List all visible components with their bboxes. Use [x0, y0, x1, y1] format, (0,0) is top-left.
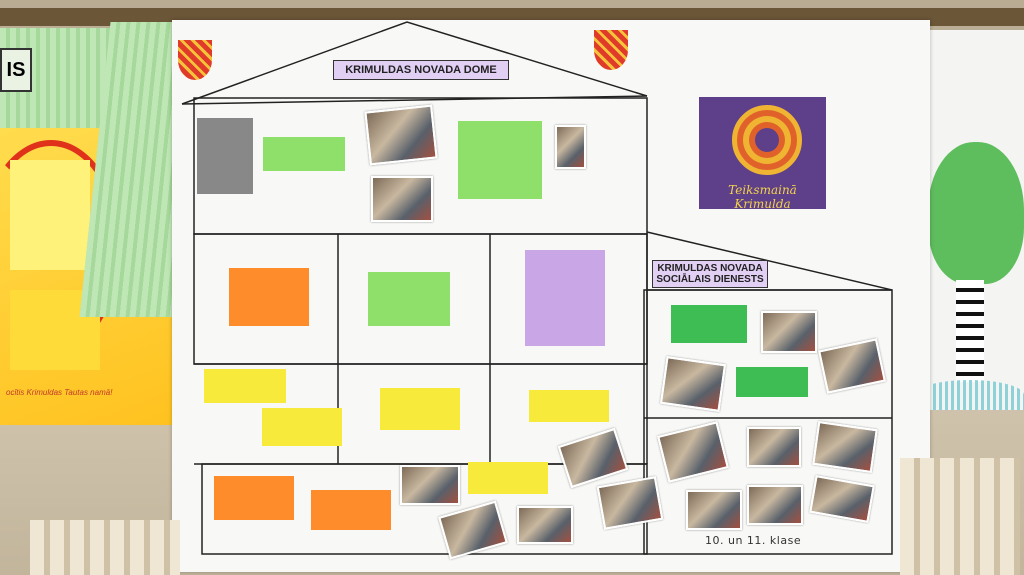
yellow-note: [262, 408, 342, 446]
photo: [812, 421, 878, 473]
sticky-note: [10, 160, 90, 270]
tab-label: IS: [0, 48, 32, 92]
green-note: [368, 272, 450, 326]
photo: [747, 485, 803, 525]
photo: [371, 176, 433, 222]
council-title: KRIMULDAS NOVADA DOME: [333, 60, 509, 80]
social-title-line1: KRIMULDAS NOVADA: [657, 263, 763, 274]
green-note: [263, 137, 345, 171]
photo: [747, 427, 801, 467]
yellow-note: [380, 388, 460, 430]
tree-crown: [928, 142, 1024, 284]
yellow-note: [529, 390, 609, 422]
radiator: [30, 520, 180, 575]
house-diagram: [181, 21, 893, 555]
rose-spiral-logo-icon: [732, 105, 802, 175]
class-footer: 10. un 11. klase: [705, 534, 802, 547]
yellow-note: [204, 369, 286, 403]
coat-of-arms-icon: [594, 30, 628, 70]
logo-text: Teiksmainā Krimulda: [728, 183, 797, 211]
tree-ground: [915, 380, 1024, 410]
photo: [364, 104, 438, 166]
orange-note: [229, 268, 309, 326]
orange-note: [311, 490, 391, 530]
left-poster-caption: ocītis Krimuldas Tautas namā!: [6, 388, 113, 397]
green-note: [736, 367, 808, 397]
photo: [400, 465, 460, 505]
social-service-title: KRIMULDAS NOVADA SOCIĀLAIS DIENESTS: [652, 260, 768, 288]
photo: [517, 506, 573, 544]
green-note: [671, 305, 747, 343]
green-note: [458, 121, 542, 199]
yellow-note: [468, 462, 548, 494]
krimulda-logo: Teiksmainā Krimulda: [699, 97, 826, 211]
photo: [761, 311, 817, 353]
photo: [686, 490, 742, 530]
document-photo: [197, 118, 253, 194]
radiator: [900, 458, 1020, 575]
social-title-line2: SOCIĀLAIS DIENESTS: [656, 274, 764, 285]
purple-note: [525, 250, 605, 346]
photo: [659, 356, 727, 412]
portrait-photo: [555, 125, 586, 169]
orange-note: [214, 476, 294, 520]
birch-trunk: [956, 280, 984, 382]
coat-of-arms-icon: [178, 40, 212, 80]
